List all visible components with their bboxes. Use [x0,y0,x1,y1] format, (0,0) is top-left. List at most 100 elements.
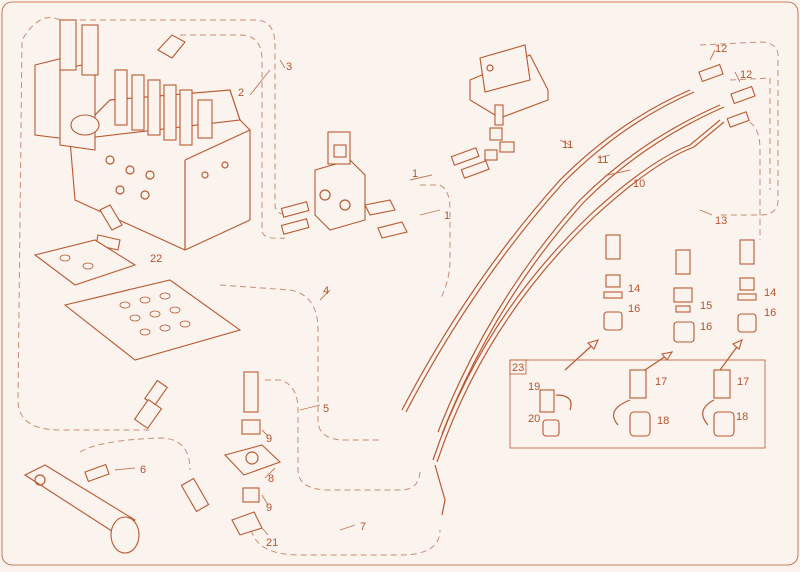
callout-23: 23 [512,362,524,374]
adapter-9-upper [241,419,261,435]
adapter-middle [675,249,691,275]
arrow-left-head [586,339,599,350]
port-3 [145,170,155,180]
diverter-nut [333,144,347,158]
valve-fitting-bottom [99,204,123,231]
decal-small-mark-1 [59,254,71,262]
leader-10 [607,169,631,176]
port-6 [201,171,209,179]
arrow-middle-head [660,351,674,361]
hose-route-12b [729,77,771,190]
callout-16-right: 16 [764,307,776,319]
dust-cap-20 [542,419,560,437]
callout-1-lower: 1 [444,210,450,222]
cap-16-middle [673,321,695,343]
leader-6 [114,467,136,471]
spool-2 [131,74,145,131]
mount-bracket [469,44,549,126]
steel-tubes [401,89,725,516]
leader-13 [699,209,713,216]
fitting-12-a [698,63,724,83]
callouts: 2 3 1 1 4 5 6 7 8 9 9 10 11 11 12 12 13 … [140,43,776,549]
callout-7: 7 [360,521,366,533]
leader-12b [734,71,741,83]
arrow-right-head [731,338,743,350]
fittings-group-12 [698,63,756,128]
leader-12a [709,49,716,61]
leader-21 [261,527,269,536]
fitting-14-right [739,277,755,291]
coupler-stacks [564,234,757,371]
hose-routes [17,17,779,556]
leader-8 [264,467,276,479]
elbow-21 [231,511,263,536]
washer-left [603,291,623,299]
leader-2 [249,69,271,96]
port-7 [221,161,229,169]
callout-20: 20 [528,413,540,425]
coupler-stack-left [603,234,623,331]
fitting-right-lower [460,160,490,179]
solenoid-2 [81,24,99,76]
diverter-body [314,159,366,231]
callout-16-middle: 16 [700,321,712,333]
leader-5 [299,404,321,411]
fitting-right-upper [450,147,480,166]
cylinder-assembly [23,379,210,554]
leader-lines [114,49,741,536]
kit-23-frame [509,359,766,449]
washer-middle [675,305,691,313]
hose-route-13 [739,119,761,240]
dust-cap-18-left [629,411,651,437]
hose-route-1 [420,184,451,301]
adapter-left [605,234,621,260]
spool-5 [179,89,193,146]
coupler-stack-middle [673,249,695,343]
callout-1-upper: 1 [412,168,418,180]
spool-4 [163,84,177,141]
fitting-12-c [726,111,750,128]
callout-3: 3 [286,61,292,73]
cylinder-end-cap [110,516,140,554]
fittings-group-1 [280,127,515,239]
fitting-left-upper [280,201,310,218]
coupler-19-strap [555,394,572,411]
tube-10 [432,119,721,461]
kit-23-label-box [509,359,527,375]
callout-2: 2 [238,87,244,99]
bracket-hole [486,64,494,72]
callout-13: 13 [715,215,727,227]
leader-9a [261,429,269,437]
cap-16-left [603,311,623,331]
hose-route-6 [79,437,191,471]
flow-valve-parts [223,371,282,536]
elbow-2 [377,221,408,239]
spool-1 [114,69,128,126]
elbow-fitting-top [157,34,186,59]
fitting-6 [84,463,110,483]
plate-8-hub [245,451,259,465]
adapter-right [739,239,755,265]
decal-large [63,279,242,361]
port-5 [140,190,150,200]
callout-22: 22 [150,253,162,265]
coil [70,114,100,136]
callout-8: 8 [268,473,274,485]
callout-15: 15 [700,300,712,312]
cylinder-mount-hole [34,474,46,486]
callout-12-upper: 12 [715,43,727,55]
valve-body [69,119,251,251]
tube-11-lower-edge [441,106,725,435]
hose-fitting-5 [243,371,259,413]
callout-21: 21 [266,537,278,549]
solenoid-1 [59,19,77,71]
callout-10: 10 [633,178,645,190]
port-4 [115,185,125,195]
control-valve-assembly [34,19,251,251]
hose-fitting-7 [180,477,210,513]
decal-small [33,239,137,286]
hose-end-fitting-2 [133,398,163,430]
diverter-valve [314,131,366,231]
callout-12-lower: 12 [740,69,752,81]
